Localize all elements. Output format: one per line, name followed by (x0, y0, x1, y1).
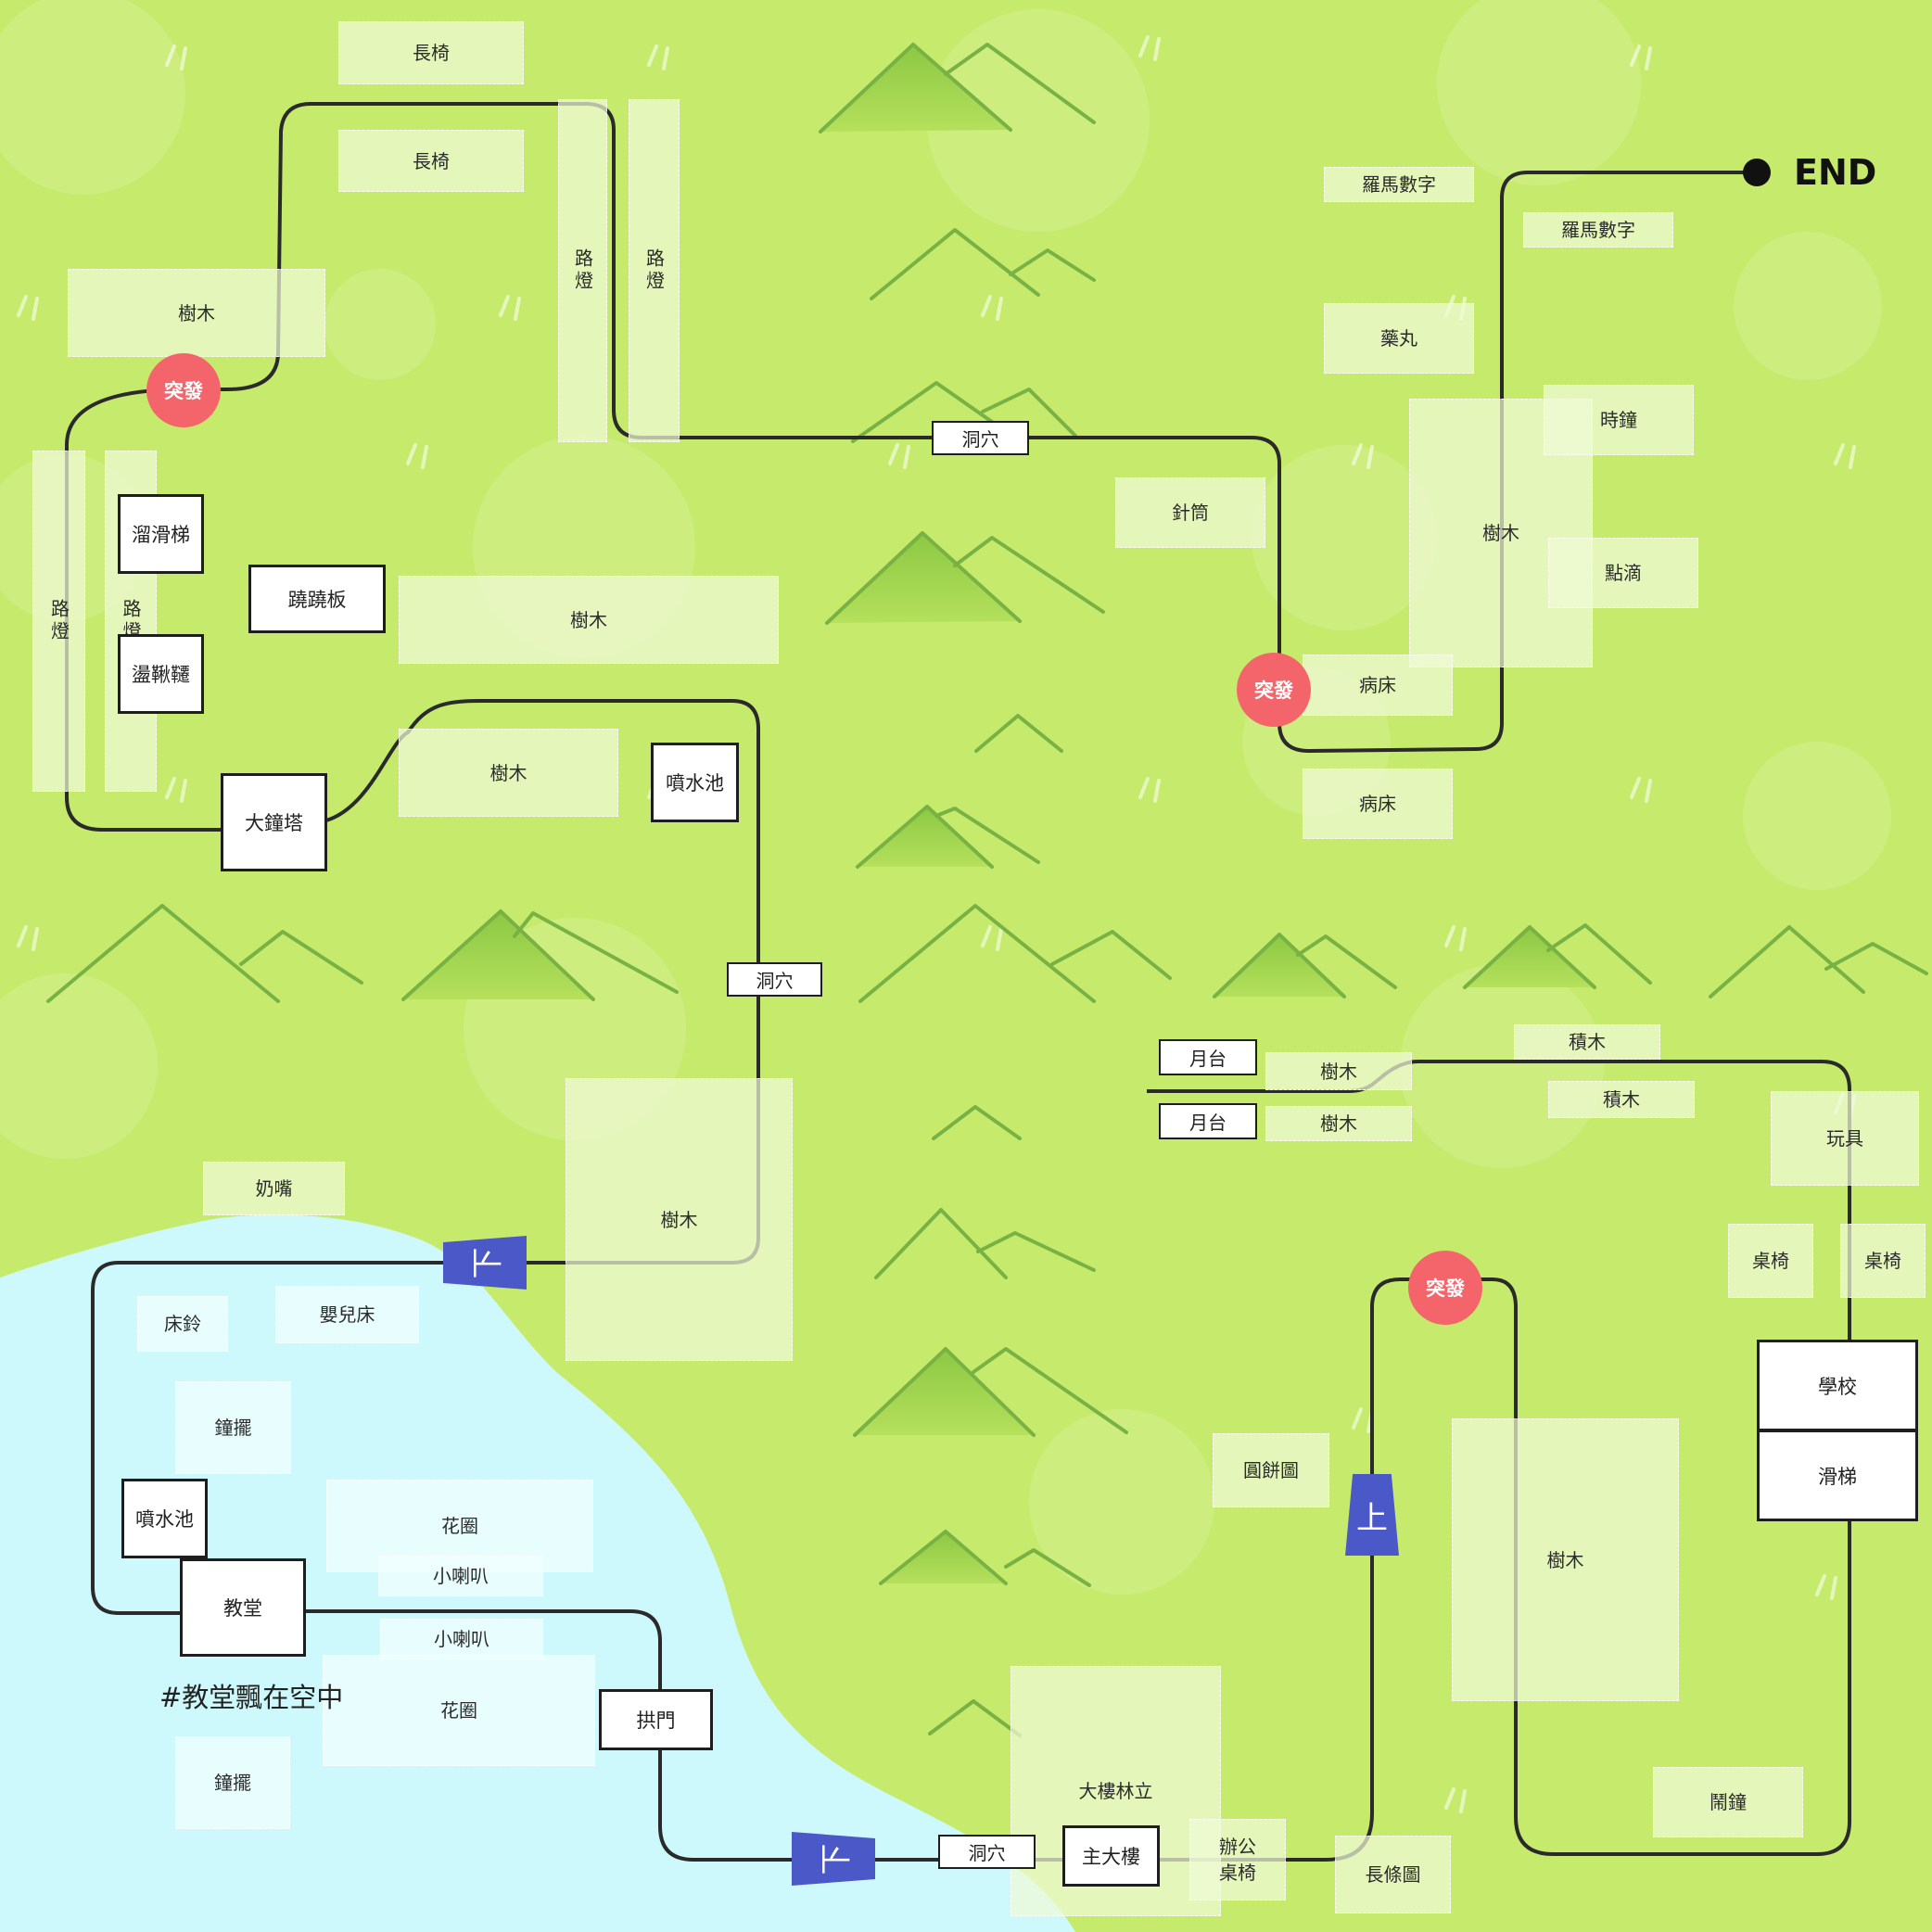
area-wreath: 花圈 (323, 1655, 595, 1766)
station-cave[interactable]: 洞穴 (932, 421, 1029, 455)
station-church[interactable]: 教堂 (180, 1558, 306, 1657)
area-trumpet: 小喇叭 (378, 1556, 543, 1596)
down-label: 下 (818, 1843, 856, 1875)
station-cave[interactable]: 洞穴 (727, 962, 822, 997)
station-slide[interactable]: 滑梯 (1757, 1430, 1918, 1521)
area-iv-drip: 點滴 (1548, 538, 1698, 608)
area-crib: 嬰兒床 (275, 1286, 419, 1343)
area-desk-chair: 桌椅 (1840, 1224, 1926, 1298)
down-ramp-marker[interactable]: 下 (443, 1236, 527, 1290)
area-alarm-clock: 鬧鐘 (1653, 1767, 1803, 1837)
surprise-marker[interactable]: 突發 (146, 353, 221, 427)
area-trees: 樹木 (68, 269, 325, 357)
station-arch[interactable]: 拱門 (599, 1689, 713, 1750)
area-pie-chart: 圓餅圖 (1213, 1433, 1329, 1507)
surprise-marker[interactable]: 突發 (1408, 1251, 1482, 1325)
area-office-desks: 辦公 桌椅 (1189, 1819, 1286, 1900)
area-building-blocks: 積木 (1514, 1024, 1660, 1060)
hills (46, 43, 1928, 1737)
area-clock: 時鐘 (1544, 385, 1694, 455)
area-trees: 樹木 (566, 1078, 793, 1361)
area-trees: 樹木 (1265, 1106, 1412, 1141)
station-cave[interactable]: 洞穴 (938, 1835, 1036, 1869)
station-fountain[interactable]: 噴水池 (651, 743, 739, 822)
area-street-lamp: 路燈 (32, 451, 85, 792)
area-trumpet: 小喇叭 (380, 1619, 543, 1659)
area-trees: 樹木 (399, 576, 779, 664)
area-trees: 樹木 (1265, 1052, 1412, 1090)
station-swing[interactable]: 盪鞦韆 (118, 634, 204, 714)
station-clock-tower[interactable]: 大鐘塔 (221, 773, 327, 871)
station-fountain[interactable]: 噴水池 (121, 1479, 208, 1558)
area-bench: 長椅 (338, 130, 524, 192)
station-school[interactable]: 學校 (1757, 1340, 1918, 1431)
area-pacifier: 奶嘴 (203, 1162, 345, 1215)
area-syringe: 針筒 (1115, 477, 1265, 548)
down-label: 下 (469, 1247, 507, 1278)
area-pendulum: 鐘擺 (175, 1736, 290, 1829)
area-roman-numerals: 羅馬數字 (1523, 212, 1673, 248)
area-trees: 樹木 (399, 729, 618, 817)
station-seesaw[interactable]: 蹺蹺板 (248, 565, 386, 633)
area-roman-numerals: 羅馬數字 (1324, 167, 1474, 202)
station-slide[interactable]: 溜滑梯 (118, 494, 204, 574)
area-crib-mobile: 床鈴 (137, 1296, 228, 1352)
area-hospital-bed: 病床 (1303, 769, 1453, 839)
area-pill: 藥丸 (1324, 303, 1474, 374)
area-street-lamp: 路燈 (629, 99, 680, 442)
area-pendulum: 鐘擺 (175, 1381, 291, 1474)
area-building-blocks: 積木 (1548, 1081, 1695, 1118)
area-street-lamp: 路燈 (558, 99, 607, 442)
church-floating-note: #教堂飄在空中 (159, 1682, 344, 1713)
area-hospital-bed: 病床 (1303, 655, 1453, 716)
area-trees: 樹木 (1452, 1418, 1679, 1701)
up-label: 上 (1356, 1499, 1388, 1537)
route-end-label: END (1794, 152, 1877, 193)
station-main-building[interactable]: 主大樓 (1062, 1825, 1160, 1887)
area-bar-chart: 長條圖 (1335, 1836, 1451, 1913)
area-bench: 長椅 (338, 21, 524, 84)
station-platform[interactable]: 月台 (1159, 1039, 1257, 1075)
area-desk-chair: 桌椅 (1728, 1224, 1813, 1298)
down-ramp-marker[interactable]: 下 (792, 1832, 875, 1886)
area-toys: 玩具 (1771, 1091, 1919, 1186)
route-end-dot (1743, 159, 1771, 186)
surprise-marker[interactable]: 突發 (1237, 653, 1311, 727)
station-platform[interactable]: 月台 (1159, 1103, 1257, 1139)
up-ramp-marker[interactable]: 上 (1345, 1474, 1399, 1556)
